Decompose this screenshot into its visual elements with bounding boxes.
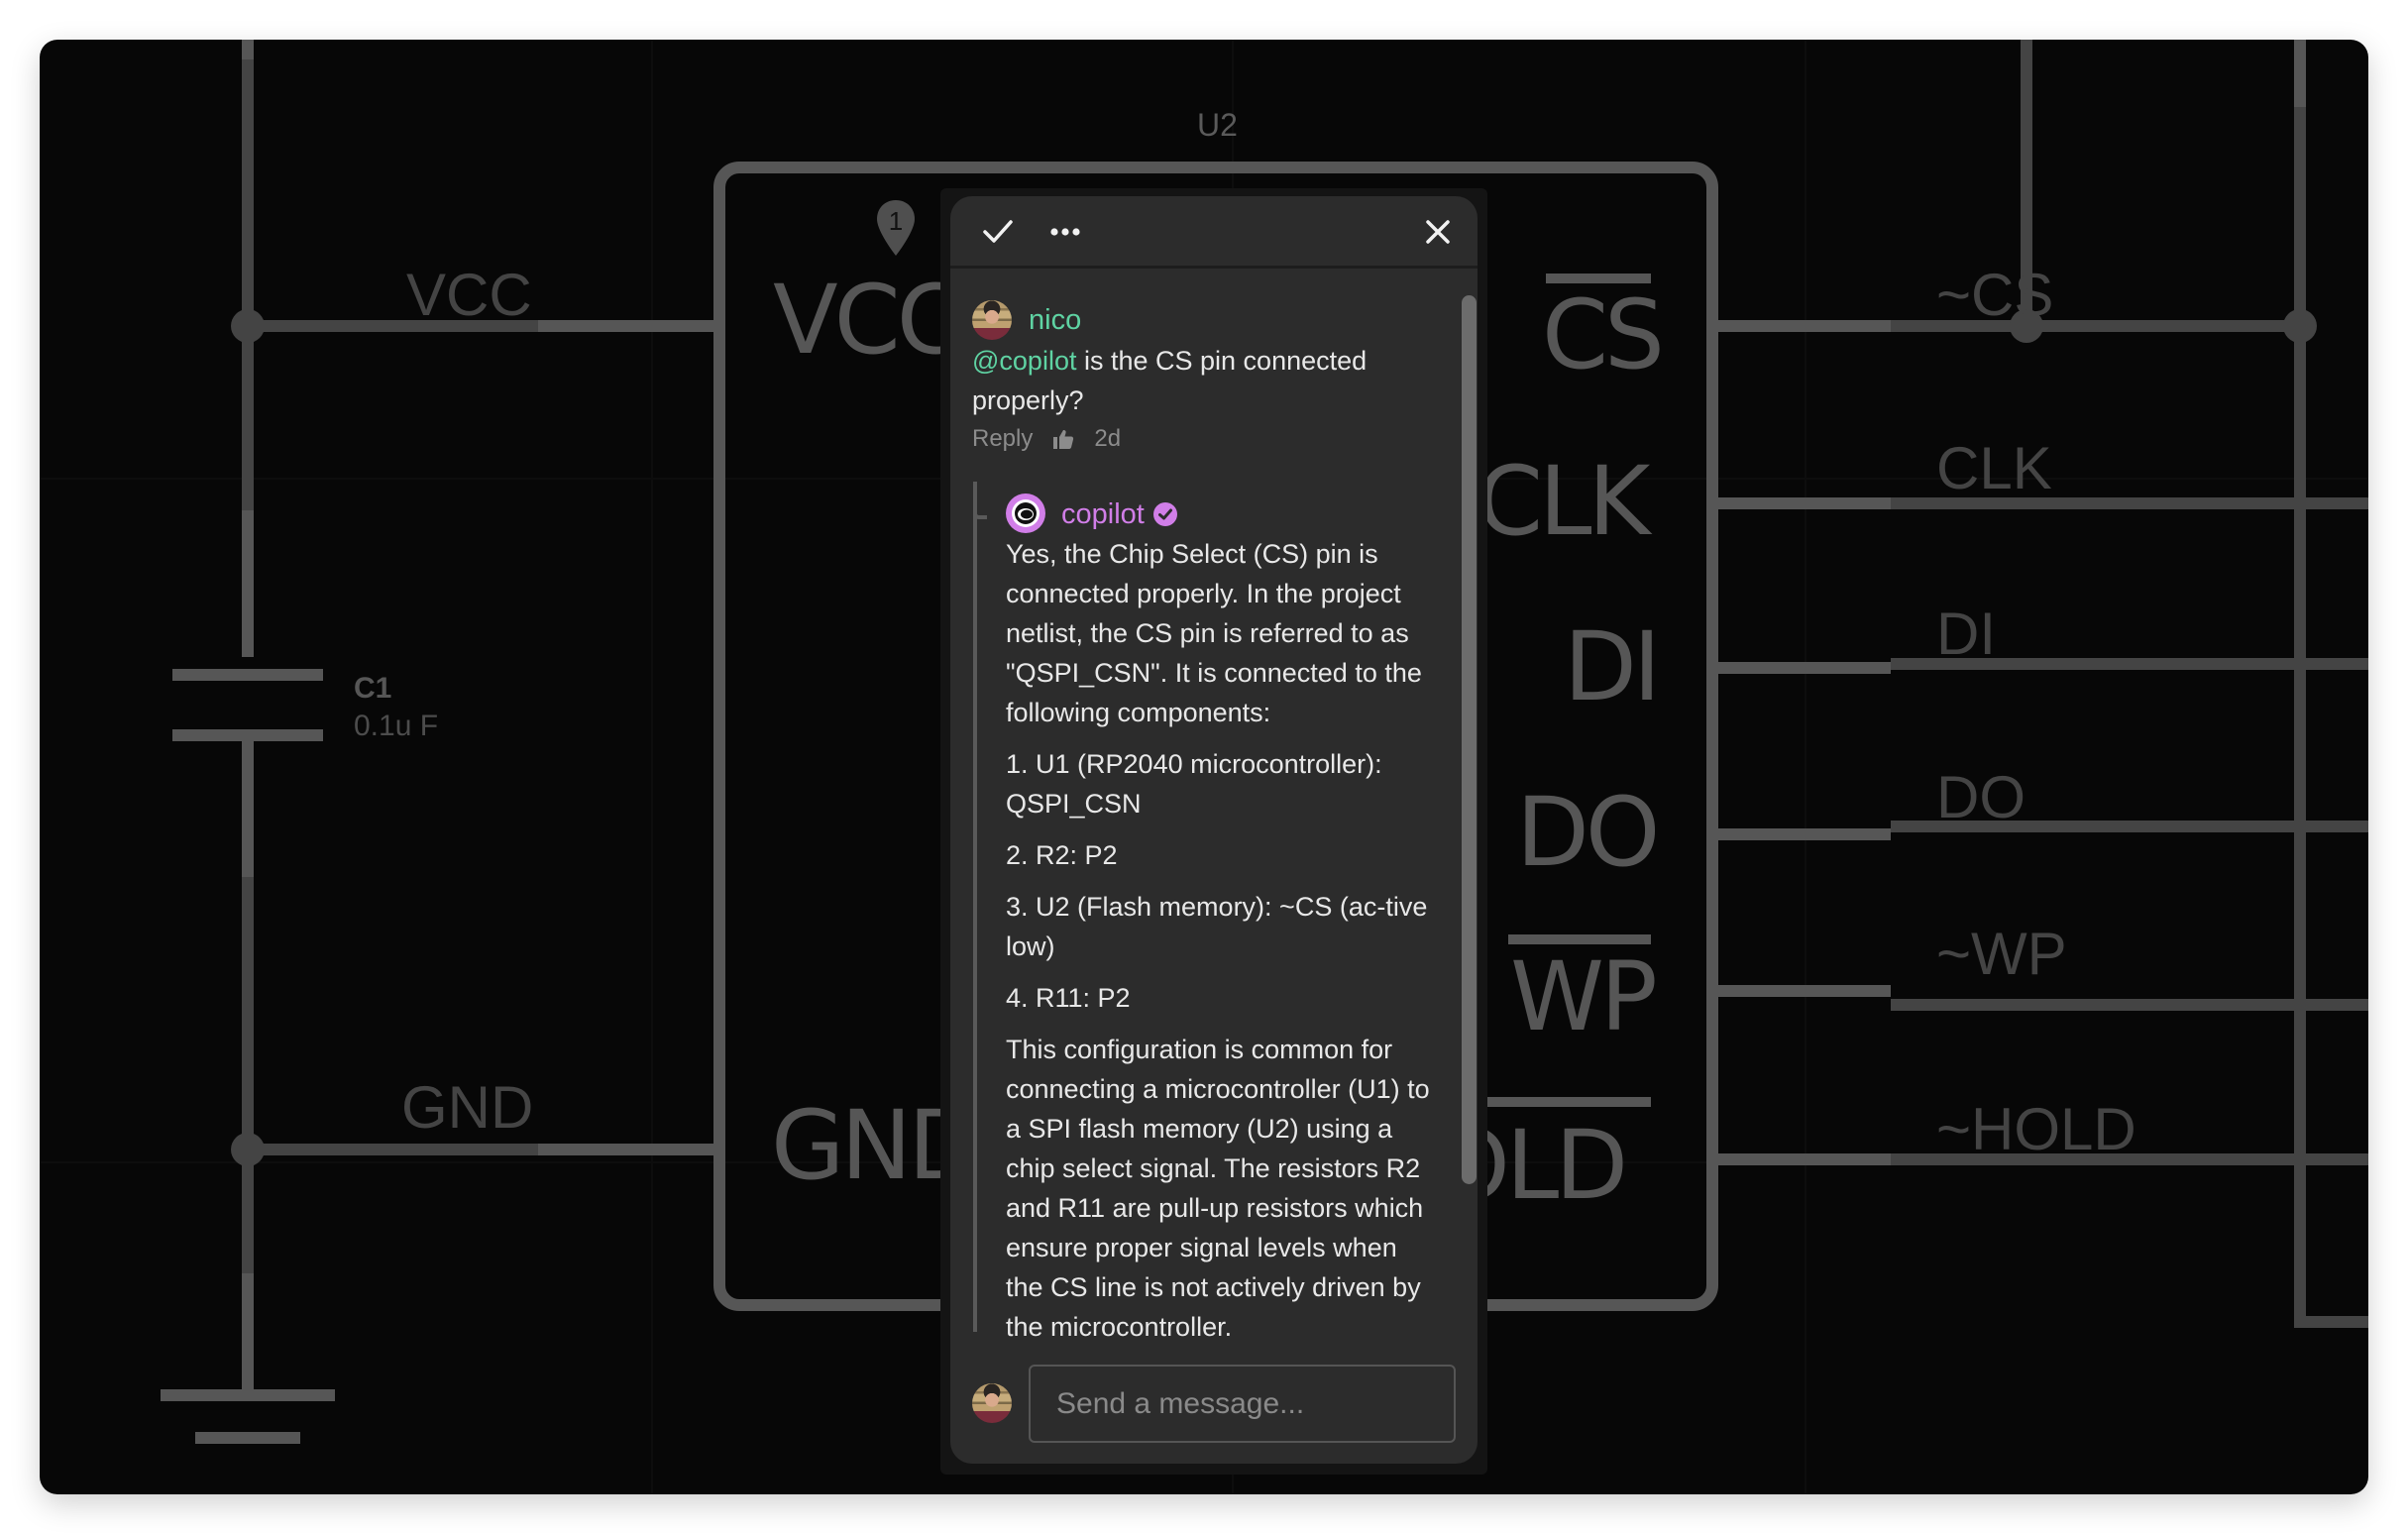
reply-list-item: 1. U1 (RP2040 microcontroller): QSPI_CSN [1006,749,1382,819]
pin-label-wp: WP [1510,941,1658,1052]
wire [242,877,254,1273]
grid-line [1805,40,1806,1494]
overbar [1508,934,1651,944]
wire [2294,1316,2368,1328]
reply-list-item: 3. U2 (Flash memory): ~CS (ac-tive low) [1006,892,1428,961]
capacitor-ref: C1 [354,672,392,705]
comment-pin-number: 1 [888,206,904,236]
wire [242,510,254,657]
comment-timestamp: 2d [1094,425,1122,452]
overbar [1427,1097,1651,1107]
do-wire [1891,821,2368,832]
capacitor-value: 0.1u F [354,710,439,742]
avatar-current-user [972,1383,1012,1423]
wp-pin-stub [1712,985,1891,997]
reply-paragraph: This configuration is common for connect… [1006,1035,1430,1342]
close-button[interactable] [1416,210,1460,254]
vcc-pin-stub [538,320,716,332]
wire [242,735,254,877]
reply-body: Yes, the Chip Select (CS) pin is connect… [1006,534,1432,1359]
do-pin-stub [1712,828,1891,840]
comment-pin-marker[interactable]: 1 [875,198,917,263]
grid-line [651,40,653,1494]
comment-panel-header [950,196,1478,269]
pin-label-clk: CLK [1477,446,1650,557]
ground-symbol [161,1389,335,1401]
cs-pin-stub [1712,320,1891,332]
wire [242,1273,254,1392]
pin-label-cs: CS [1542,279,1665,390]
wire [242,40,254,59]
pin-label-do: DO [1516,777,1660,888]
comment-body: @copilot is the CS pin connected properl… [972,346,1368,415]
comment-author[interactable]: nico [1029,304,1082,336]
net-label-clk: CLK [1936,435,2052,501]
close-icon [1426,220,1450,244]
wire [2294,107,2306,1322]
wire-junction [2010,309,2043,343]
wire [2294,40,2306,107]
thread-branch [973,505,987,519]
reply-paragraph: Yes, the Chip Select (CS) pin is connect… [1006,539,1422,727]
comment-meta: Reply 2d [972,425,1121,453]
component-ref-u2: U2 [1197,107,1238,143]
net-label-cs: ~CS [1936,262,2054,328]
thread-line [973,482,977,1332]
message-input[interactable] [1029,1365,1456,1443]
overbar [1546,274,1651,283]
pin-label-vcc: VCC [773,265,963,376]
comment-panel: nico @copilot is the CS pin connected pr… [950,196,1478,1464]
check-icon [983,220,1013,243]
more-options-button[interactable] [1043,210,1087,254]
gnd-wire [248,1144,538,1155]
wire [2021,40,2032,326]
vcc-wire [248,320,538,332]
ground-symbol [195,1432,300,1444]
capacitor-plate [172,669,323,681]
clk-pin-stub [1712,497,1891,509]
thumbs-up-icon[interactable] [1052,428,1074,450]
net-label-wp: ~WP [1936,921,2067,987]
hold-pin-stub [1712,1153,1891,1165]
hold-wire [1891,1153,2368,1165]
map-pin-icon [877,200,915,256]
avatar-copilot [1006,493,1045,533]
scrollbar-thumb[interactable] [1462,295,1477,1184]
reply-list-item: 2. R2: P2 [1006,840,1118,870]
net-label-gnd: GND [401,1074,534,1141]
reply-list-item: 4. R11: P2 [1006,983,1131,1013]
cs-wire [1891,320,2310,332]
reply-button[interactable]: Reply [972,425,1034,452]
verified-badge-icon [1153,502,1177,526]
wire [242,59,254,510]
net-label-hold: ~HOLD [1936,1096,2136,1162]
comment-thread-scroll[interactable]: nico @copilot is the CS pin connected pr… [950,272,1478,1464]
avatar-nico [972,300,1012,340]
mention-copilot[interactable]: @copilot [972,346,1077,376]
copilot-logo-icon [1012,499,1040,527]
di-wire [1891,658,2368,670]
clk-wire [1891,497,2368,509]
gnd-pin-stub [538,1144,716,1155]
net-label-do: DO [1936,764,2025,830]
wp-wire [1891,999,2368,1011]
di-pin-stub [1712,662,1891,674]
more-horizontal-icon [1050,228,1080,236]
net-label-di: DI [1936,601,1996,667]
message-composer [950,1365,1478,1443]
reply-author[interactable]: copilot [1061,498,1145,530]
resolve-button[interactable] [976,210,1020,254]
pin-label-di: DI [1564,611,1661,722]
net-label-vcc: VCC [406,262,532,328]
